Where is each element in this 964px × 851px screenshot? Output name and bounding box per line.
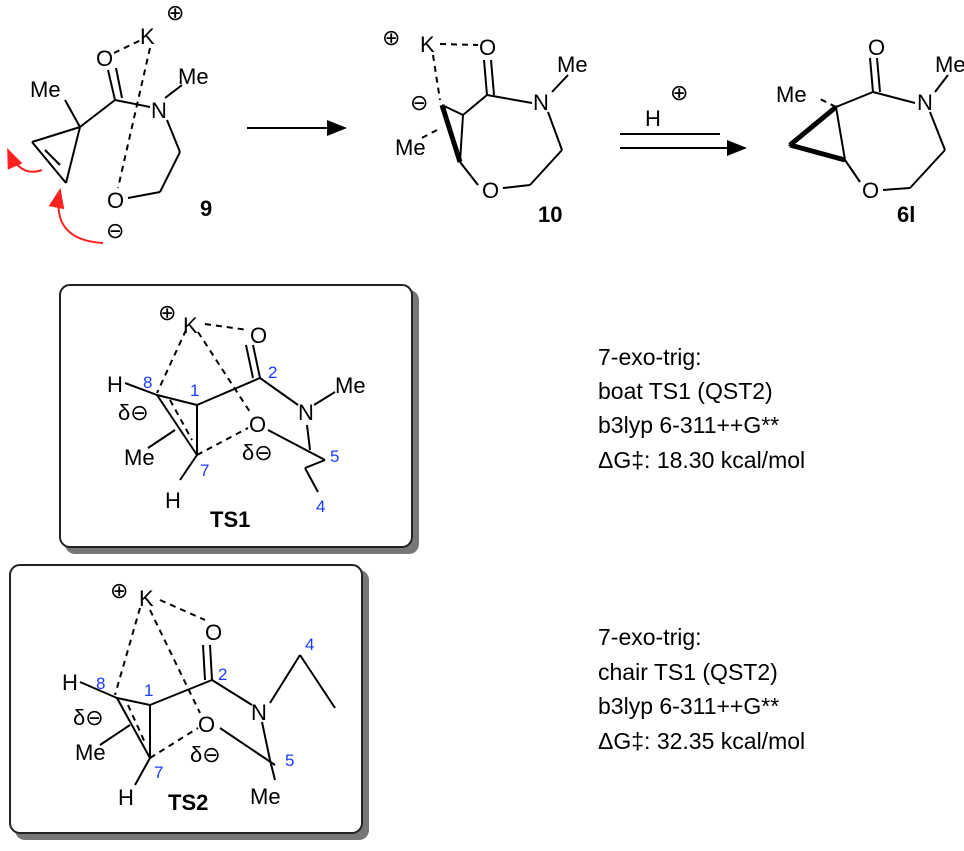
charge-plus: ⊕ <box>166 0 184 25</box>
atom-number-1: 1 <box>190 381 199 400</box>
atom-number-5: 5 <box>330 447 339 466</box>
n-methyl-label: Me <box>178 64 209 89</box>
ts2-info: 7-exo-trig: chair TS1 (QST2) b3lyp 6-311… <box>598 624 805 754</box>
carbonyl-oxygen: O <box>250 323 267 348</box>
nitrogen-label: N <box>298 400 314 425</box>
hydrogen-label: H <box>165 488 181 513</box>
partial-charge: δ⊖ <box>242 440 273 465</box>
atom-number-1: 1 <box>144 681 153 700</box>
info-line: ΔG‡: 18.30 kcal/mol <box>598 447 805 473</box>
methyl-label: Me <box>75 740 106 765</box>
info-line: 7-exo-trig: <box>598 344 702 370</box>
compound-label-6l: 6l <box>897 202 915 227</box>
partial-charge: δ⊖ <box>118 400 149 425</box>
atom-number-7: 7 <box>200 461 209 480</box>
methyl-label: Me <box>250 784 281 809</box>
compound-10: ⊕ K O ⊖ Me N Me O 10 <box>382 25 588 227</box>
hydrogen-label: H <box>62 670 78 695</box>
atom-number-8: 8 <box>143 373 152 392</box>
n-methyl-label: Me <box>335 373 366 398</box>
nitrogen-label: N <box>151 98 167 123</box>
ts1-label: TS1 <box>210 507 250 532</box>
info-line: ΔG‡: 32.35 kcal/mol <box>598 728 805 754</box>
nitrogen-label: N <box>533 90 549 115</box>
alkoxide-oxygen: O <box>249 412 266 437</box>
ring-oxygen: O <box>482 178 499 203</box>
compound-6l: Me O N Me O 6l <box>776 35 964 227</box>
methyl-label: Me <box>30 77 61 102</box>
atom-number-4: 4 <box>316 497 325 516</box>
carbonyl-oxygen: O <box>205 620 222 645</box>
charge-plus: ⊕ <box>110 578 128 603</box>
nitrogen-label: N <box>917 90 933 115</box>
methyl-label: Me <box>124 445 155 470</box>
multistep-arrow: H ⊕ <box>620 80 747 156</box>
atom-number-2: 2 <box>218 665 227 684</box>
n-methyl-label: Me <box>935 52 964 77</box>
atom-number-2: 2 <box>268 363 277 382</box>
partial-charge: δ⊖ <box>190 742 221 767</box>
carbonyl-oxygen: O <box>479 35 496 60</box>
compound-label-10: 10 <box>538 202 562 227</box>
hydrogen-label: H <box>118 785 134 810</box>
charge-plus: ⊕ <box>670 80 688 105</box>
ts1-info: 7-exo-trig: boat TS1 (QST2) b3lyp 6-311+… <box>598 344 805 473</box>
potassium-label: K <box>183 313 198 338</box>
charge-plus: ⊕ <box>158 300 176 325</box>
potassium-label: K <box>140 24 155 49</box>
info-line: b3lyp 6-311++G** <box>598 412 779 438</box>
ts2-label: TS2 <box>168 790 208 815</box>
atom-number-8: 8 <box>96 674 105 693</box>
info-line: 7-exo-trig: <box>598 624 702 650</box>
info-line: b3lyp 6-311++G** <box>598 693 779 719</box>
ts1-panel: ⊕ K O 2 Me N H 8 1 δ⊖ Me O δ⊖ 7 H 5 4 TS… <box>59 284 419 554</box>
atom-number-7: 7 <box>154 763 163 782</box>
potassium-label: K <box>420 32 435 57</box>
ts2-panel: ⊕ K O 2 N 4 5 Me H 8 1 δ⊖ Me O δ⊖ 7 H TS… <box>9 564 369 840</box>
atom-number-5: 5 <box>285 751 294 770</box>
charge-minus: ⊖ <box>106 218 124 243</box>
carbonyl-oxygen: O <box>96 46 113 71</box>
alkoxide-oxygen: O <box>198 712 215 737</box>
alkoxide-oxygen: O <box>107 188 124 213</box>
methyl-label: Me <box>395 135 426 160</box>
compound-label-9: 9 <box>200 196 212 221</box>
hydrogen-label: H <box>107 372 123 397</box>
nitrogen-label: N <box>251 700 267 725</box>
potassium-label: K <box>139 586 154 611</box>
charge-minus: ⊖ <box>410 90 428 115</box>
reagent-label: H <box>645 106 661 131</box>
charge-plus: ⊕ <box>382 25 400 50</box>
info-line: boat TS1 (QST2) <box>598 378 773 404</box>
atom-number-4: 4 <box>305 635 314 654</box>
methyl-label: Me <box>776 82 807 107</box>
carbonyl-oxygen: O <box>868 35 885 60</box>
partial-charge: δ⊖ <box>73 705 104 730</box>
n-methyl-label: Me <box>557 52 588 77</box>
info-line: chair TS1 (QST2) <box>598 659 778 685</box>
compound-9: K ⊕ O Me N Me O ⊖ 9 <box>7 0 212 244</box>
ring-oxygen: O <box>862 178 879 203</box>
